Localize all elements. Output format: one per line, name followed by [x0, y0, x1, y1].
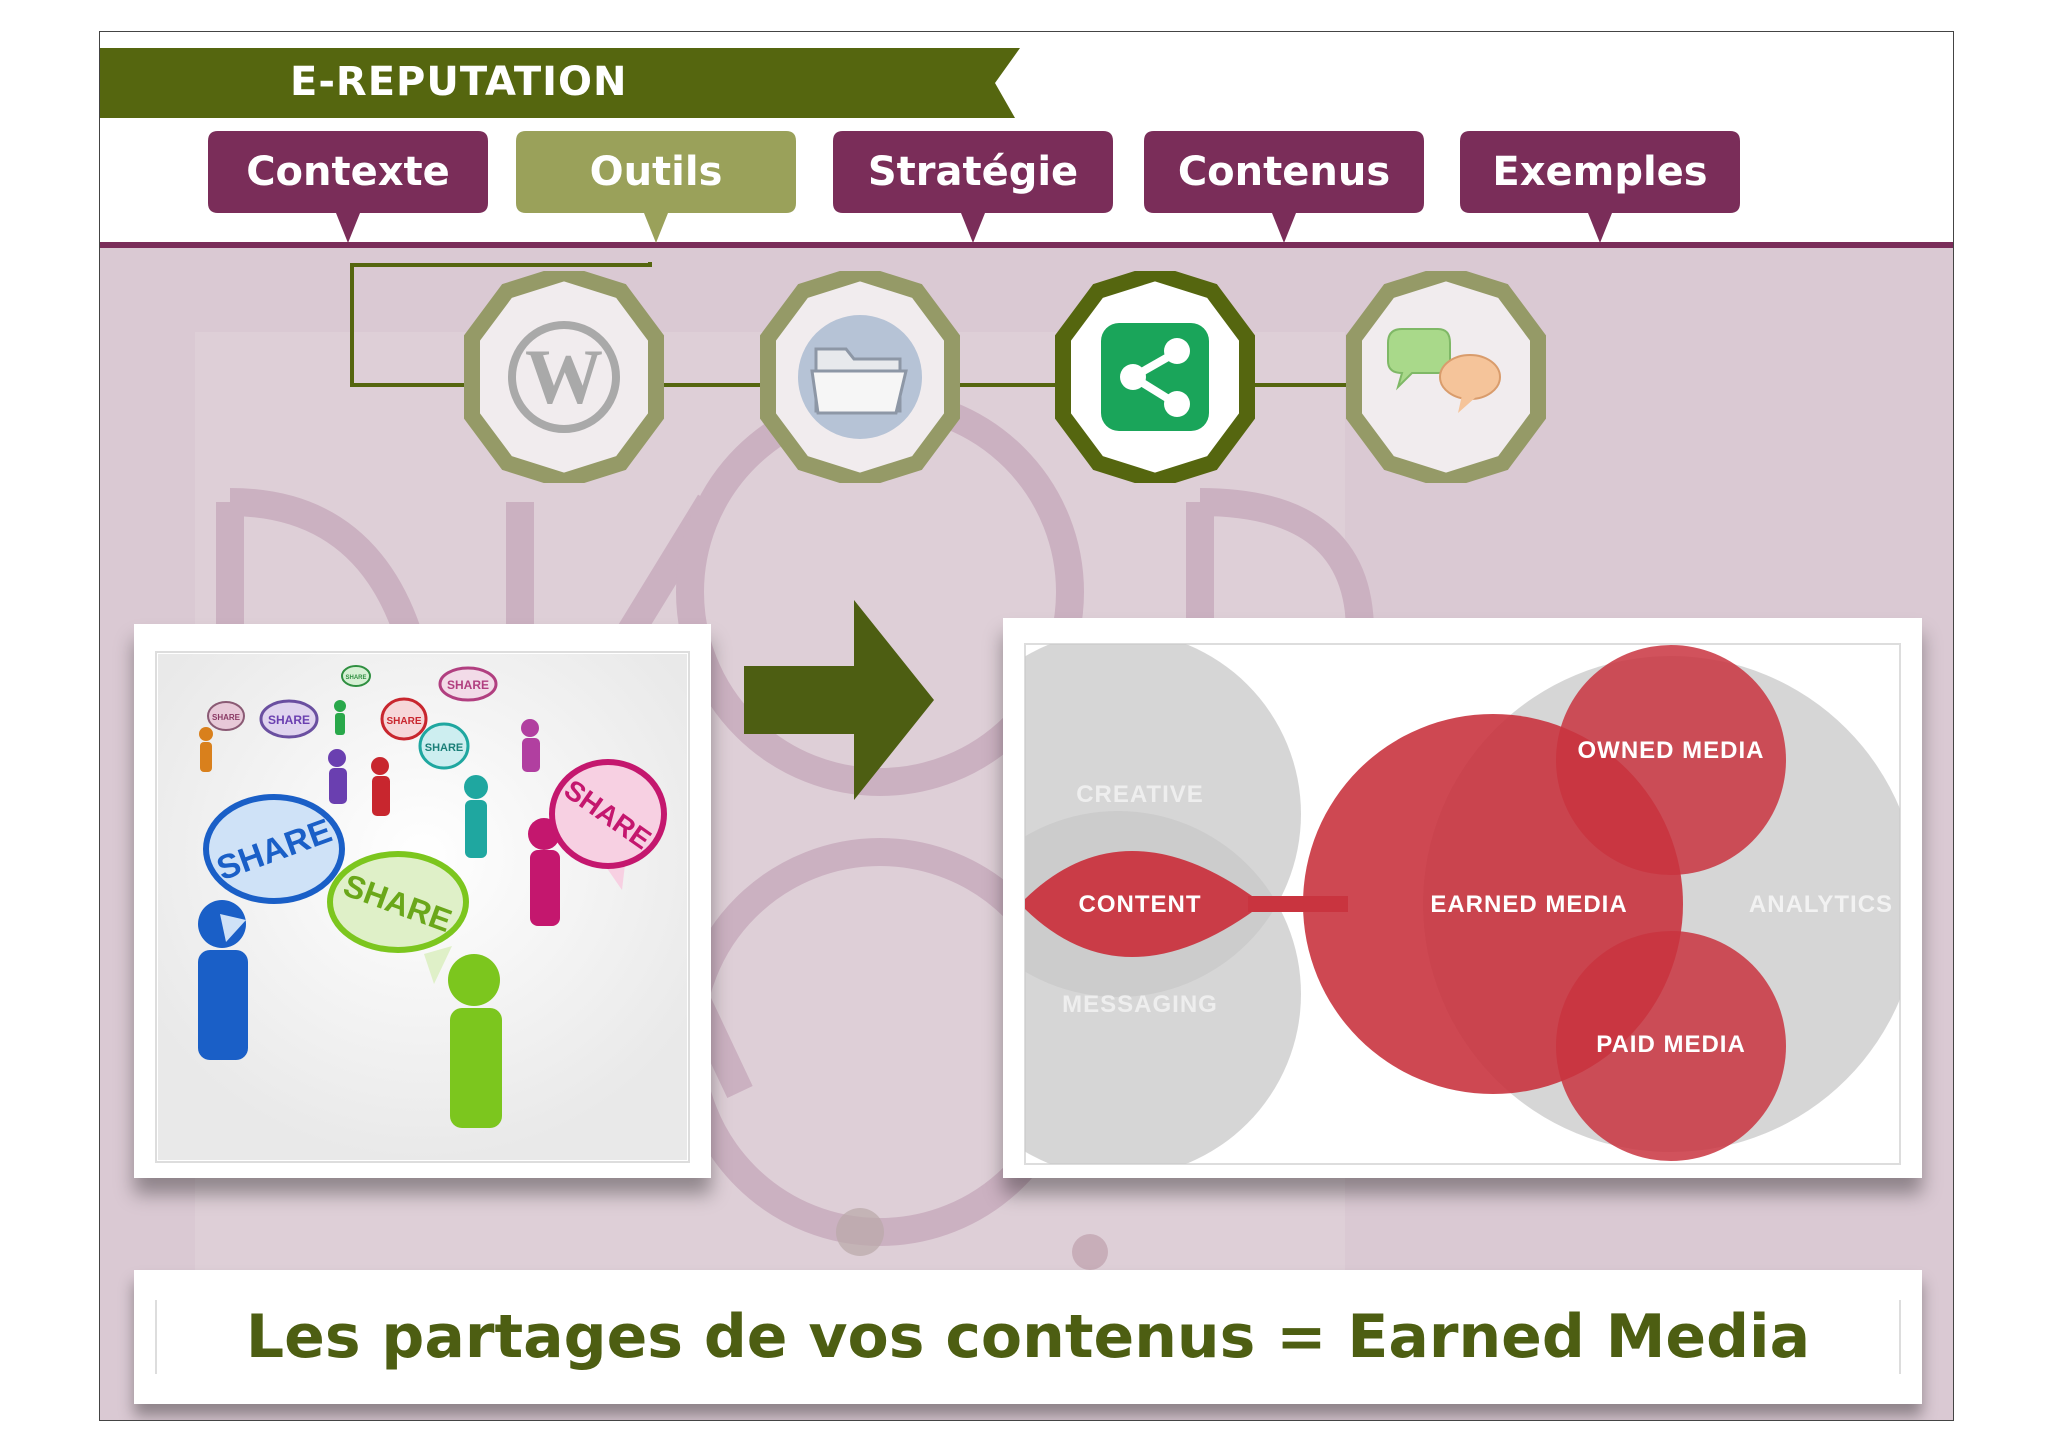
person-figure [521, 719, 540, 772]
tab-outils[interactable]: Outils [516, 131, 796, 247]
speech-bubble: SHARE [203, 794, 345, 942]
venn-label-earned: EARNED MEDIA [1430, 891, 1627, 918]
speech-bubble: SHARE [438, 666, 498, 702]
tab-strategie-label: Stratégie [867, 149, 1079, 195]
slide: E-REPUTATION Contexte Outils Stratégie C… [99, 31, 1954, 1421]
tools-connector-line [350, 262, 1420, 387]
tool-folder[interactable] [754, 271, 966, 483]
person-figure [448, 954, 502, 1128]
arrow-right-icon [744, 600, 934, 800]
venn-label-owned: OWNED MEDIA [1578, 737, 1765, 764]
person-figure [199, 727, 213, 772]
venn-content-lens [1025, 851, 1263, 957]
share-illustration-frame: SHARE SHARE SHARE SHARE SHARE SHARE [134, 624, 711, 1178]
venn-circle-owned [1556, 645, 1786, 875]
tab-contenus[interactable]: Contenus [1144, 131, 1424, 247]
speech-bubble: SHARE [418, 722, 470, 770]
share-icon [1101, 323, 1209, 431]
speech-bubble: SHARE [380, 697, 428, 741]
tab-strategie[interactable]: Stratégie [833, 131, 1113, 247]
speech-bubble: SHARE [207, 701, 245, 731]
caption-text: Les partages de vos contenus = Earned Me… [245, 1302, 1811, 1372]
speech-bubble: SHARE [549, 759, 667, 890]
tab-contexte[interactable]: Contexte [208, 131, 488, 247]
venn-label-content: CONTENT [1079, 891, 1202, 918]
speech-bubble: SHARE [259, 699, 319, 739]
svg-text:SHARE: SHARE [386, 716, 421, 727]
caption-box: Les partages de vos contenus = Earned Me… [134, 1270, 1922, 1404]
venn-label-analytics: ANALYTICS [1749, 891, 1893, 918]
tab-contenus-label: Contenus [1177, 149, 1391, 195]
speech-bubble: SHARE [327, 851, 469, 984]
person-figure [464, 775, 488, 858]
folder-icon [798, 315, 922, 439]
person-figure [371, 757, 390, 816]
tab-exemples-label: Exemples [1492, 149, 1708, 195]
tool-wordpress[interactable]: W [458, 271, 670, 483]
person-figure [334, 700, 346, 735]
svg-text:W: W [525, 333, 603, 420]
share-illustration: SHARE SHARE SHARE SHARE SHARE SHARE [155, 651, 690, 1163]
tool-share[interactable] [1049, 271, 1261, 483]
svg-text:SHARE: SHARE [425, 742, 464, 754]
svg-text:SHARE: SHARE [212, 713, 241, 722]
page-title: E-REPUTATION [290, 59, 628, 105]
header-divider [100, 242, 1953, 248]
venn-label-messaging: MESSAGING [1062, 991, 1218, 1018]
venn-label-paid: PAID MEDIA [1596, 1031, 1746, 1058]
media-venn-diagram: CREATIVE CONTENT MESSAGING OWNED MEDIA E… [1003, 618, 1922, 1178]
person-figure [328, 749, 347, 804]
svg-text:SHARE: SHARE [268, 713, 310, 727]
person-figure [198, 900, 248, 1060]
wordpress-icon: W [508, 321, 620, 433]
tool-chat[interactable] [1340, 271, 1552, 483]
tab-outils-label: Outils [589, 149, 723, 195]
venn-label-creative: CREATIVE [1076, 781, 1204, 808]
chat-bubbles-icon [1387, 328, 1501, 413]
title-banner [100, 48, 1020, 118]
svg-text:SHARE: SHARE [345, 675, 366, 681]
speech-bubble: SHARE [341, 665, 371, 687]
svg-text:SHARE: SHARE [447, 678, 489, 692]
tab-exemples[interactable]: Exemples [1460, 131, 1740, 247]
venn-circle-paid [1556, 931, 1786, 1161]
tab-contexte-label: Contexte [246, 149, 450, 195]
